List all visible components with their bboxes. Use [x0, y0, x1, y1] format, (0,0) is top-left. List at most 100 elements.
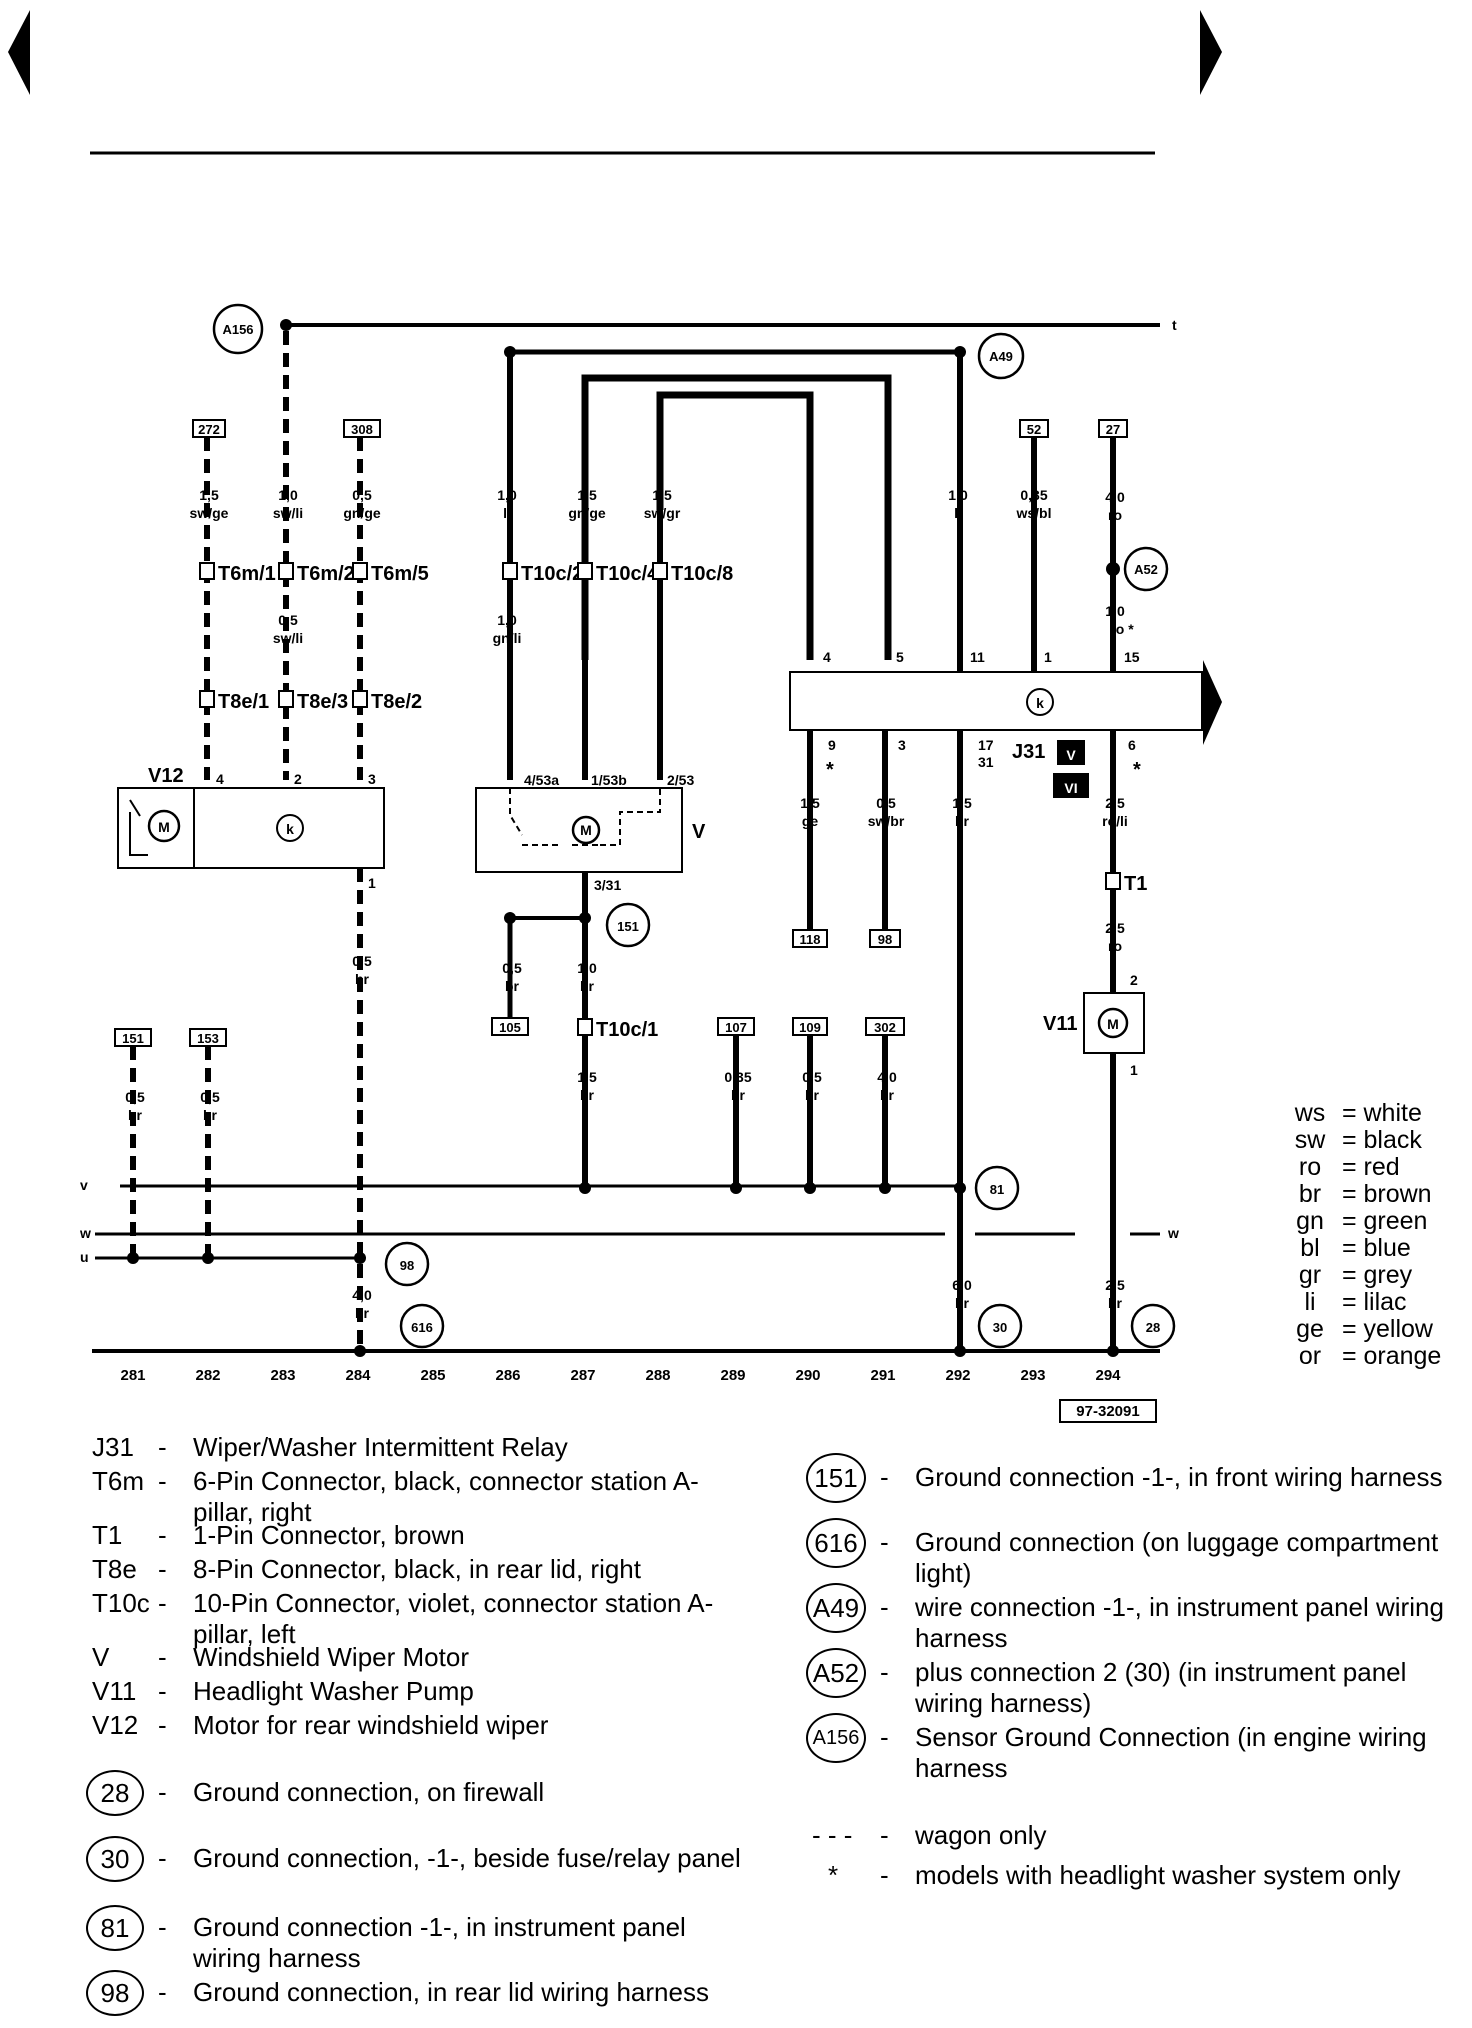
wire-size: 1,0	[948, 487, 968, 503]
ref-98: 98	[878, 932, 892, 947]
color-name: = brown	[1335, 1180, 1432, 1208]
track-number: 286	[495, 1367, 520, 1384]
color-code-row: bl = blue	[1285, 1235, 1441, 1262]
connector-T8e3: T8e/3	[297, 691, 348, 713]
wire-size: 0,5	[200, 1089, 220, 1105]
pin: 4/53a	[524, 772, 559, 788]
wire-size: 0,5	[502, 960, 522, 976]
legend-code: V	[92, 1642, 110, 1672]
wire-color: ge	[802, 813, 819, 829]
legend-ground-circle: 151	[806, 1453, 866, 1503]
legend-code: T10c	[92, 1588, 150, 1618]
legend-description: 10-Pin Connector, violet, connector stat…	[193, 1588, 714, 1649]
color-name: = lilac	[1335, 1288, 1407, 1316]
track-number: 290	[795, 1367, 820, 1384]
wire-size: 1,0	[497, 612, 517, 628]
color-code-row: ws = white	[1285, 1100, 1441, 1127]
color-code-row: ge = yellow	[1285, 1316, 1441, 1343]
color-code: gn	[1296, 1207, 1324, 1235]
pin: 2	[1130, 972, 1138, 988]
wire-size: 2,5	[1105, 920, 1125, 936]
legend-description: Ground connection (on luggage compartmen…	[915, 1527, 1439, 1588]
wire-color: li	[503, 505, 511, 521]
wire-size: 1,0	[1105, 603, 1125, 619]
wire-size: 1,5	[652, 487, 672, 503]
component-V11: V11	[1043, 1013, 1077, 1035]
ref-105: 105	[499, 1020, 521, 1035]
legend-description: wagon only	[915, 1820, 1047, 1850]
legend-description: Ground connection -1-, in front wiring h…	[915, 1462, 1443, 1492]
legend-code: T6m	[92, 1466, 144, 1496]
connector-T6m1: T6m/1	[218, 563, 276, 585]
wire-color: br	[955, 813, 970, 829]
pin: 1	[1044, 649, 1052, 665]
color-code: br	[1298, 1180, 1322, 1208]
wire-size: 0,35	[1020, 487, 1047, 503]
track-number: 288	[645, 1367, 670, 1384]
wire-color: gn/ge	[568, 505, 606, 521]
pin: 5	[896, 649, 904, 665]
legend-dash: -	[880, 1657, 889, 1687]
connector-T8e2: T8e/2	[371, 691, 422, 713]
connector-T8e1: T8e/1	[218, 691, 269, 713]
ref-52: 52	[1027, 422, 1041, 437]
document-id: 97-32091	[1076, 1403, 1139, 1420]
color-code: li	[1304, 1288, 1316, 1316]
previous-page-arrow-icon[interactable]	[8, 10, 30, 95]
wire-color: br	[880, 1087, 895, 1103]
relay-label-VI: VI	[1064, 780, 1077, 796]
legend-ground-circle: 81	[86, 1905, 144, 1951]
wire-label-v: v	[80, 1177, 88, 1193]
continued-arrow-icon	[1203, 660, 1222, 745]
legend-dash: -	[880, 1820, 889, 1850]
wire-size: 1,5	[199, 487, 219, 503]
legend-dash: -	[880, 1722, 889, 1752]
wire-color: li	[954, 505, 962, 521]
legend-ground-circle: 30	[86, 1836, 144, 1882]
track-number: 282	[195, 1367, 220, 1384]
v12-k-label: k	[286, 821, 294, 837]
ground-98: 98	[400, 1258, 414, 1273]
wire-size: 0,5	[125, 1089, 145, 1105]
wire-color: br	[955, 1295, 970, 1311]
color-name: = black	[1335, 1126, 1422, 1154]
wire-color: ro	[1108, 938, 1122, 954]
wire-color: br	[731, 1087, 746, 1103]
legend-description: Wiper/Washer Intermittent Relay	[193, 1432, 568, 1462]
legend-description: wire connection -1-, in instrument panel…	[915, 1592, 1444, 1653]
wire-color: ro *	[1110, 621, 1134, 637]
legend-description: Ground connection, on firewall	[193, 1777, 545, 1807]
legend-symbol: *	[828, 1860, 839, 1890]
pin: 4	[823, 649, 831, 665]
legend-ground-circle: A156	[806, 1713, 866, 1763]
legend-dash: -	[158, 1520, 167, 1550]
wire-size: 0,5	[278, 612, 298, 628]
pin: 3	[898, 737, 906, 753]
pin: 17	[978, 737, 994, 753]
next-page-arrow-icon[interactable]	[1200, 10, 1222, 95]
ref-109: 109	[799, 1020, 821, 1035]
wire-color: sw/gr	[644, 505, 681, 521]
legend-dash: -	[880, 1527, 889, 1557]
wire-size: 1,0	[278, 487, 298, 503]
wire-size: 4,0	[877, 1069, 897, 1085]
color-code-row: li = lilac	[1285, 1289, 1441, 1316]
pin: 3/31	[594, 877, 621, 893]
legend-description: models with headlight washer system only	[915, 1860, 1401, 1890]
wire-size: 1,0	[577, 960, 597, 976]
wire-color: br	[805, 1087, 820, 1103]
legend-dash: -	[880, 1860, 889, 1890]
wiring-diagram: t A156 A49 272 1,5 sw/ge 1,0 sw/li 0,5 s…	[8, 10, 1222, 1423]
j31-k-label: k	[1036, 695, 1044, 711]
wire-size: 0,5	[876, 795, 896, 811]
ref-107: 107	[725, 1020, 747, 1035]
legend-dash: -	[880, 1592, 889, 1622]
wire-color: ws/bl	[1015, 505, 1051, 521]
legend-ground-circle: 616	[806, 1518, 866, 1568]
component-V: V	[692, 821, 706, 843]
ref-27: 27	[1106, 422, 1120, 437]
color-code: sw	[1294, 1126, 1326, 1154]
pin: 11	[970, 649, 985, 665]
wire-color: br	[505, 978, 520, 994]
legend-symbol: - - -	[812, 1820, 853, 1850]
